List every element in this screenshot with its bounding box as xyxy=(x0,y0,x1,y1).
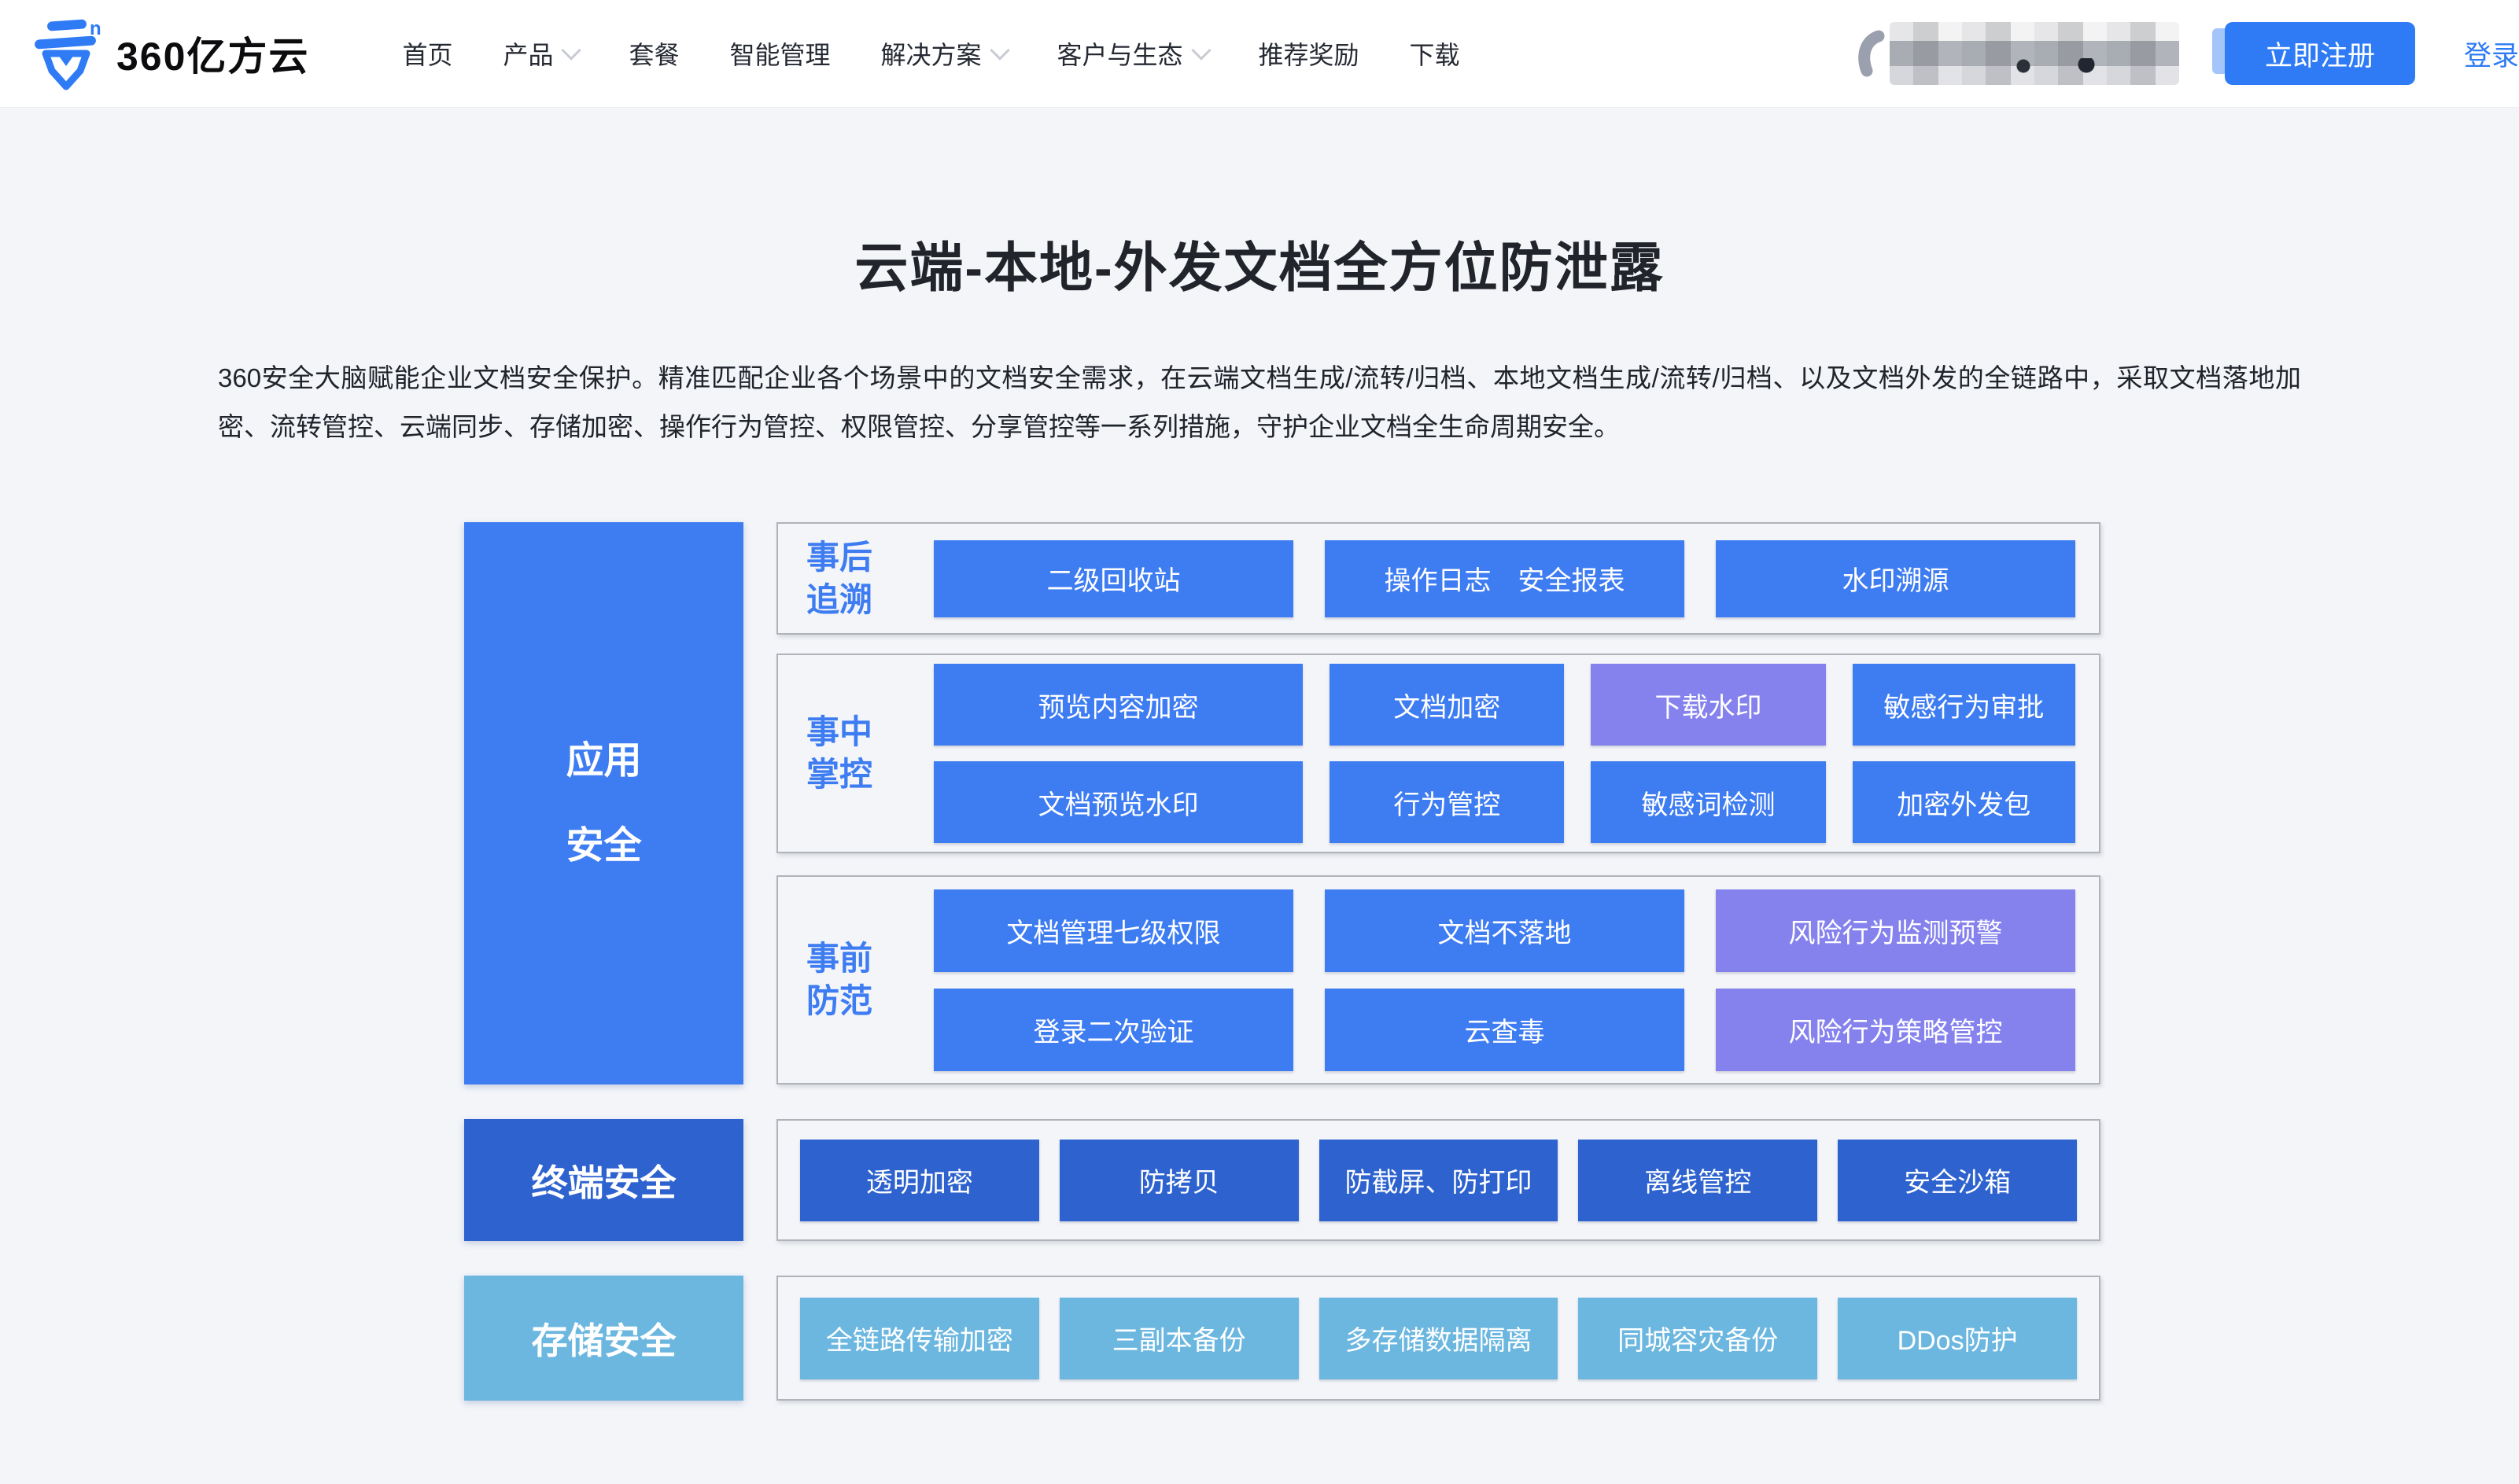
group-label-line2: 掌控 xyxy=(806,756,873,793)
group-pre-event-prevention-content: 文档管理七级权限 文档不落地 风险行为监测预警 登录二次验证 云查毒 风险行为策… xyxy=(934,889,2075,1071)
nav-item-label: 套餐 xyxy=(629,41,680,69)
top-navigation-bar: n 360亿方云 首页 产品 套餐 智能管理 解决方案 客户与生态 推荐奖励 下… xyxy=(0,0,2519,108)
nav-item-referral-rewards[interactable]: 推荐奖励 xyxy=(1259,35,1359,72)
storage-security-label: 存储安全 xyxy=(464,1276,743,1401)
nav-item-solutions[interactable]: 解决方案 xyxy=(880,35,1010,72)
page-title: 云端-本地-外发文档全方位防泄露 xyxy=(854,238,1665,298)
app-security-label-line1: 应用 xyxy=(566,739,642,782)
nav-item-label: 智能管理 xyxy=(729,41,831,69)
feature-row: 全链路传输加密 三副本备份 多存储数据隔离 同城容灾备份 DDos防护 xyxy=(800,1297,2077,1379)
feature-download-watermark: 下载水印 xyxy=(1591,664,1826,746)
phone-contact xyxy=(1853,22,2179,85)
feature-recycle-bin: 二级回收站 xyxy=(934,539,1293,617)
nav-item-customers-ecosystem[interactable]: 客户与生态 xyxy=(1057,35,1212,72)
feature-anti-screenshot-print: 防截屏、防打印 xyxy=(1319,1139,1558,1221)
group-in-process-control: 事中 掌控 预览内容加密 文档加密 下载水印 敏感行为审批 文档预览水印 行为管… xyxy=(776,654,2100,853)
feature-anti-copy: 防拷贝 xyxy=(1059,1139,1299,1221)
nav-item-products[interactable]: 产品 xyxy=(503,35,582,72)
feature-sensitive-behavior-approval: 敏感行为审批 xyxy=(1852,664,2076,746)
register-button[interactable]: 立即注册 xyxy=(2224,22,2415,85)
group-post-event-tracing-content: 二级回收站 操作日志 安全报表 水印溯源 xyxy=(934,539,2075,617)
feature-risk-behavior-monitoring: 风险行为监测预警 xyxy=(1716,889,2075,972)
feature-watermark-trace: 水印溯源 xyxy=(1716,539,2075,617)
app-security-groups: 事后 追溯 二级回收站 操作日志 安全报表 水印溯源 事中 掌控 xyxy=(776,522,2100,1084)
feature-document-encryption: 文档加密 xyxy=(1330,664,1565,746)
chevron-down-icon xyxy=(561,40,582,61)
register-button-wrap: 立即注册 xyxy=(2211,22,2415,85)
group-label-line2: 防范 xyxy=(806,982,873,1019)
group-terminal-security: 透明加密 防拷贝 防截屏、防打印 离线管控 安全沙箱 xyxy=(776,1119,2100,1241)
login-link[interactable]: 登录 xyxy=(2463,40,2519,72)
feature-row: 二级回收站 操作日志 安全报表 水印溯源 xyxy=(934,539,2075,617)
feature-row: 文档管理七级权限 文档不落地 风险行为监测预警 xyxy=(934,889,2075,972)
feature-full-link-transfer-encryption: 全链路传输加密 xyxy=(800,1297,1039,1379)
security-matrix-diagram: 应用 安全 事后 追溯 二级回收站 操作日志 安全报表 水印溯源 xyxy=(464,522,2100,1401)
feature-cloud-antivirus: 云查毒 xyxy=(1325,988,1684,1071)
feature-seven-level-permission: 文档管理七级权限 xyxy=(934,889,1293,972)
svg-text:n: n xyxy=(90,18,101,39)
chevron-down-icon xyxy=(1190,40,1212,61)
app-security-label: 应用 安全 xyxy=(464,522,743,1084)
terminal-security-section: 终端安全 透明加密 防拷贝 防截屏、防打印 离线管控 安全沙箱 xyxy=(464,1119,2100,1241)
group-storage-security: 全链路传输加密 三副本备份 多存储数据隔离 同城容灾备份 DDos防护 xyxy=(776,1276,2100,1401)
phone-icon xyxy=(1858,30,1885,77)
feature-row: 透明加密 防拷贝 防截屏、防打印 离线管控 安全沙箱 xyxy=(800,1139,2077,1221)
chevron-down-icon xyxy=(989,40,1010,61)
logo-icon: n xyxy=(35,18,101,90)
group-label-line1: 事前 xyxy=(806,940,873,977)
group-in-process-control-label: 事中 掌控 xyxy=(806,711,902,796)
feature-intra-city-disaster-backup: 同城容灾备份 xyxy=(1578,1297,1818,1379)
feature-row: 文档预览水印 行为管控 敏感词检测 加密外发包 xyxy=(934,761,2076,843)
group-pre-event-prevention: 事前 防范 文档管理七级权限 文档不落地 风险行为监测预警 登录二次验证 云查毒… xyxy=(776,875,2100,1084)
feature-offline-control: 离线管控 xyxy=(1578,1139,1818,1221)
group-label-line2: 追溯 xyxy=(806,580,873,618)
feature-login-second-verification: 登录二次验证 xyxy=(934,988,1293,1071)
group-in-process-control-content: 预览内容加密 文档加密 下载水印 敏感行为审批 文档预览水印 行为管控 敏感词检… xyxy=(934,664,2076,843)
feature-no-local-landing: 文档不落地 xyxy=(1325,889,1684,972)
nav-item-label: 下载 xyxy=(1409,41,1460,69)
feature-encrypted-outgoing-package: 加密外发包 xyxy=(1852,761,2076,843)
feature-sensitive-word-detection: 敏感词检测 xyxy=(1591,761,1826,843)
nav-item-label: 首页 xyxy=(402,41,453,69)
feature-behavior-control: 行为管控 xyxy=(1330,761,1565,843)
page-description: 360安全大脑赋能企业文档安全保护。精准匹配企业各个场景中的文档安全需求，在云端… xyxy=(218,363,2301,441)
main-nav: 首页 产品 套餐 智能管理 解决方案 客户与生态 推荐奖励 下载 xyxy=(402,35,1460,72)
nav-item-label: 产品 xyxy=(503,41,554,69)
feature-row: 登录二次验证 云查毒 风险行为策略管控 xyxy=(934,988,2075,1071)
phone-number-redacted xyxy=(1889,22,2179,85)
nav-item-smart-management[interactable]: 智能管理 xyxy=(729,35,830,72)
feature-row: 预览内容加密 文档加密 下载水印 敏感行为审批 xyxy=(934,664,2076,746)
app-security-label-line2: 安全 xyxy=(566,824,642,867)
terminal-security-label: 终端安全 xyxy=(464,1119,743,1241)
nav-item-label: 解决方案 xyxy=(880,41,982,69)
nav-item-label: 推荐奖励 xyxy=(1258,41,1359,69)
group-post-event-tracing-label: 事后 追溯 xyxy=(806,536,902,621)
group-label-line1: 事中 xyxy=(806,713,873,750)
feature-risk-behavior-policy-control: 风险行为策略管控 xyxy=(1716,988,2075,1071)
feature-preview-watermark: 文档预览水印 xyxy=(934,761,1304,843)
feature-preview-content-encryption: 预览内容加密 xyxy=(934,664,1304,746)
group-post-event-tracing: 事后 追溯 二级回收站 操作日志 安全报表 水印溯源 xyxy=(776,522,2100,635)
logo[interactable]: n 360亿方云 xyxy=(30,16,309,91)
feature-ddos-protection: DDos防护 xyxy=(1838,1297,2077,1379)
feature-multi-storage-isolation: 多存储数据隔离 xyxy=(1319,1297,1558,1379)
storage-security-section: 存储安全 全链路传输加密 三副本备份 多存储数据隔离 同城容灾备份 DDos防护 xyxy=(464,1276,2100,1401)
header-actions: 立即注册 登录 xyxy=(1853,22,2519,85)
nav-item-download[interactable]: 下载 xyxy=(1410,35,1460,72)
application-security-section: 应用 安全 事后 追溯 二级回收站 操作日志 安全报表 水印溯源 xyxy=(464,522,2100,1084)
nav-item-home[interactable]: 首页 xyxy=(402,35,452,72)
feature-triple-replica-backup: 三副本备份 xyxy=(1059,1297,1299,1379)
group-label-line1: 事后 xyxy=(806,538,873,576)
nav-item-label: 客户与生态 xyxy=(1057,41,1183,69)
feature-transparent-encryption: 透明加密 xyxy=(800,1139,1039,1221)
feature-security-sandbox: 安全沙箱 xyxy=(1838,1139,2077,1221)
feature-operation-log-security-report: 操作日志 安全报表 xyxy=(1325,539,1684,617)
nav-item-plans[interactable]: 套餐 xyxy=(629,35,679,72)
group-pre-event-prevention-label: 事前 防范 xyxy=(806,937,902,1022)
logo-text: 360亿方云 xyxy=(116,35,310,79)
